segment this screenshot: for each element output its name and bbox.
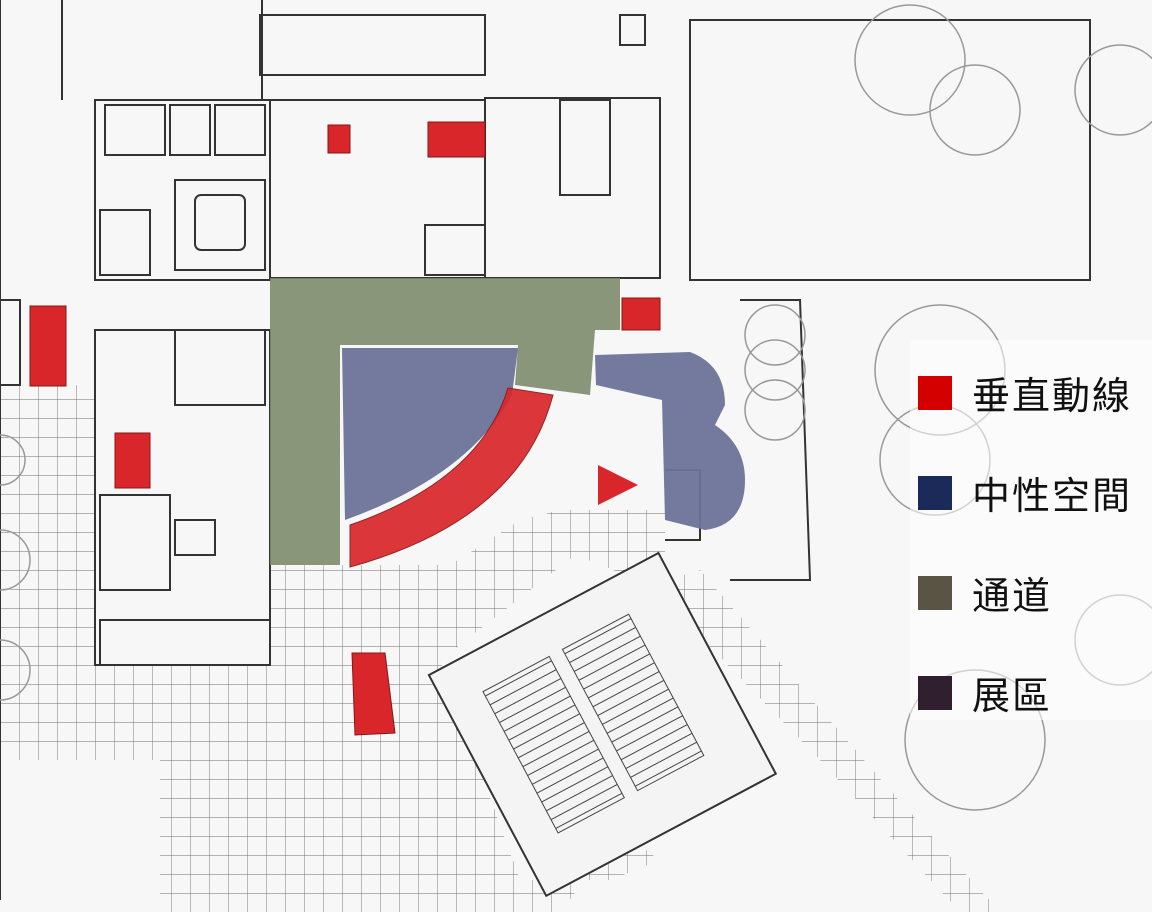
stair-west [29, 305, 67, 387]
legend-label: 通道 [972, 574, 1053, 618]
legend-item-neutral-space: 中性空間 [918, 465, 1132, 520]
curved-ramp [349, 387, 554, 568]
zone-passage [270, 278, 620, 565]
stair-north-1 [327, 124, 351, 154]
legend-item-vertical-circulation: 垂直動線 [918, 365, 1132, 420]
stair-north-2 [427, 121, 486, 158]
legend-label: 中性空間 [972, 474, 1133, 518]
legend-label: 展區 [972, 674, 1053, 718]
zone-neutral-space-hall [595, 352, 745, 530]
zone-neutral-space [342, 348, 518, 520]
stair-south [351, 652, 396, 736]
stair-east [621, 297, 661, 331]
legend-swatch-red [918, 375, 952, 410]
stair-central [114, 432, 151, 489]
entry-arrow-icon [598, 465, 638, 505]
legend-swatch-olive [918, 575, 952, 610]
legend-item-passage: 通道 [918, 565, 1052, 620]
legend-swatch-purple [918, 675, 952, 710]
legend-swatch-blue [918, 475, 952, 510]
paving-grid [0, 385, 1000, 912]
legend-item-exhibition: 展區 [918, 665, 1052, 720]
auditorium [427, 551, 778, 898]
legend-label: 垂直動線 [972, 374, 1133, 418]
zone-vertical-circulation [29, 121, 661, 736]
